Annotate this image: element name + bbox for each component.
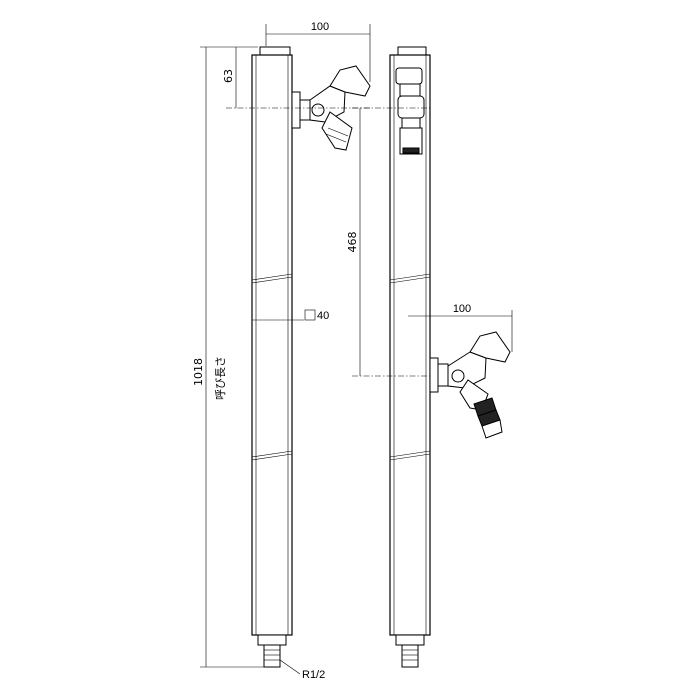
right-break-line-lower — [389, 450, 431, 458]
left-spout-reach-dimension: 100 — [311, 21, 329, 33]
left-post-body — [251, 54, 293, 636]
left-faucet-spout — [291, 65, 371, 151]
right-view: 100 468 — [346, 46, 513, 668]
upper-faucet-front — [395, 67, 425, 155]
square-section-icon — [304, 309, 316, 321]
outlet-spacing-dimension: 468 — [346, 232, 359, 253]
nominal-length-label: 呼び長さ — [214, 356, 227, 400]
right-spout-reach-dimension: 100 — [453, 303, 471, 315]
right-post-base — [395, 634, 425, 646]
lower-faucet-spout — [429, 331, 511, 439]
left-post-cap — [259, 46, 291, 56]
total-length-dimension: 1018 — [192, 358, 205, 386]
left-view: 100 63 1018 呼び長さ 40 R1/2 — [192, 21, 371, 681]
left-post-base — [257, 634, 287, 646]
left-break-line-upper — [251, 273, 293, 281]
right-thread-nipple — [401, 644, 419, 668]
top-offset-dimension: 63 — [222, 69, 235, 83]
right-break-line-upper — [389, 273, 431, 281]
left-break-line-lower — [251, 450, 293, 458]
square-section-dimension: 40 — [317, 310, 329, 322]
right-post-cap — [397, 46, 427, 56]
left-thread-nipple — [263, 644, 281, 668]
thread-size-label: R1/2 — [302, 669, 325, 681]
